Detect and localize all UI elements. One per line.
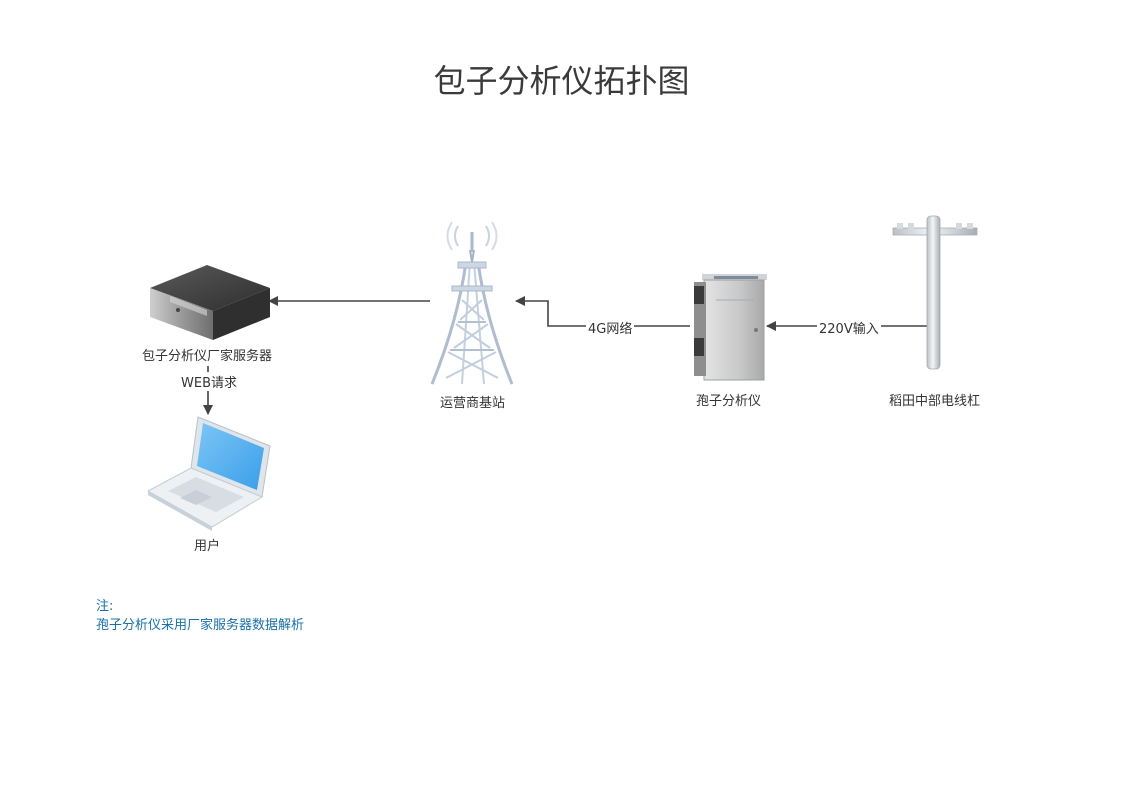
edge-label-4g-network: 4G网络	[586, 318, 635, 337]
edge-label-web-request: WEB请求	[179, 372, 239, 391]
analyzer-label: 孢子分析仪	[696, 394, 762, 409]
laptop-icon	[146, 416, 271, 531]
laptop-label: 用户	[194, 539, 221, 554]
diagram-title: 包子分析仪拓扑图	[433, 62, 690, 100]
tower-icon	[430, 221, 514, 385]
note-text: 孢子分析仪采用厂家服务器数据解析	[96, 618, 305, 633]
pole-label: 稻田中部电线杠	[889, 394, 981, 409]
tower-label: 运营商基站	[440, 396, 506, 411]
note-heading: 注:	[96, 599, 114, 614]
analyzer-cabinet-icon	[694, 274, 767, 381]
power-pole-icon	[892, 215, 978, 370]
server-icon	[150, 265, 270, 340]
server-label: 包子分析仪厂家服务器	[142, 349, 273, 364]
edge-label-220v-input: 220V输入	[817, 318, 881, 337]
